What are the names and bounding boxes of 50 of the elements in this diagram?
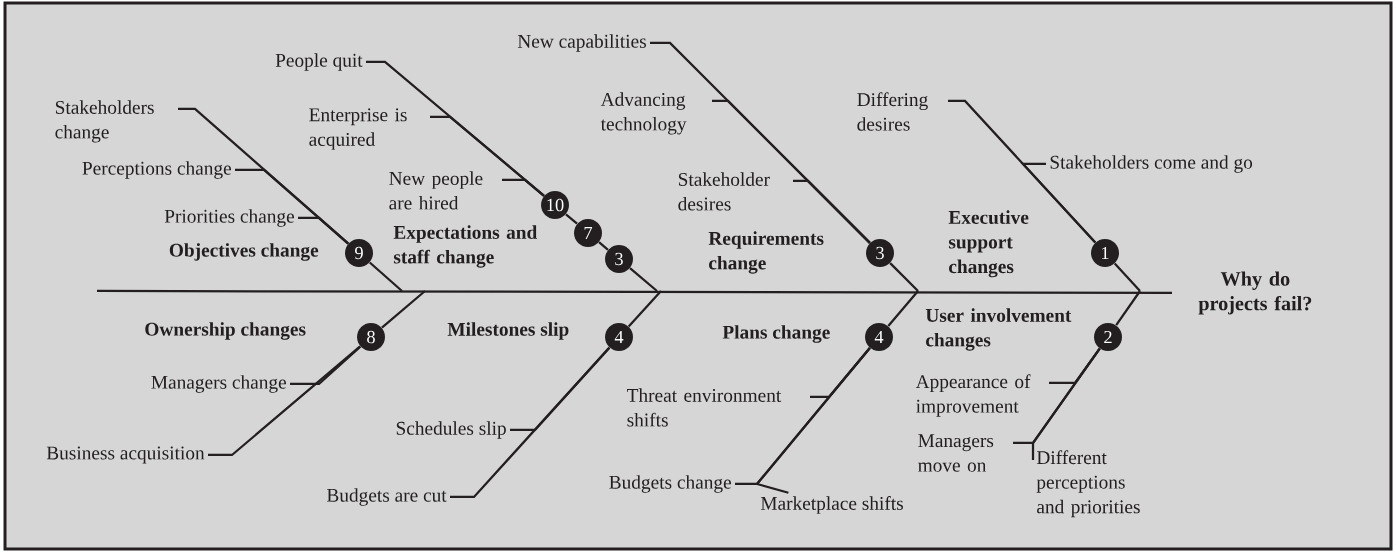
- cause-label: Business acquisition: [46, 446, 205, 464]
- bone-line: [629, 267, 658, 292]
- category-label: Expectations and staff change: [393, 225, 538, 268]
- category-label: Objectives change: [169, 243, 319, 261]
- cause-label: Budgets change: [609, 475, 731, 493]
- cause-label: Different perceptions and priorities: [1036, 450, 1140, 518]
- bone-line: [1031, 348, 1101, 460]
- spine-line: [97, 289, 1172, 294]
- cause-label: Budgets are cut: [326, 488, 447, 506]
- cause-label: Enterprise is acquired: [309, 108, 407, 150]
- bone-line: [598, 241, 609, 251]
- category-label: Requirements change: [708, 231, 824, 274]
- category-label: Plans change: [722, 325, 830, 343]
- bone-line: [1020, 162, 1097, 244]
- bone-line: [290, 345, 362, 386]
- cause-label: Differing desires: [857, 92, 928, 131]
- effect-label: Why do projects fail?: [1198, 271, 1312, 315]
- cause-label: New capabilities: [517, 34, 646, 52]
- bone-line: [369, 261, 403, 292]
- cause-label: Stakeholders change: [55, 100, 154, 143]
- bone-line: [1115, 290, 1141, 326]
- cause-label: Stakeholders come and go: [1050, 155, 1253, 173]
- bone-line: [627, 290, 662, 328]
- cause-label: New people are hired: [389, 171, 483, 210]
- bone-line: [565, 213, 578, 225]
- bone-line: [450, 346, 611, 499]
- category-label: User involvement changes: [925, 308, 1072, 351]
- bone-line: [502, 178, 545, 197]
- bone-line: [298, 216, 349, 245]
- cause-label: People quit: [275, 53, 363, 71]
- bone-line: [1113, 262, 1141, 292]
- bone-line: [889, 262, 919, 292]
- bone-line: [793, 179, 871, 244]
- cause-label: Appearance of improvement: [915, 374, 1031, 417]
- cause-label: Threat environment shifts: [627, 388, 782, 427]
- cause-label: Managers move on: [918, 434, 994, 472]
- cause-label: Marketplace shifts: [760, 496, 903, 514]
- cause-label: Stakeholder desires: [678, 172, 770, 211]
- bone-line: [755, 347, 871, 494]
- cause-label: Priorities change: [164, 209, 294, 227]
- cause-label: Schedules slip: [396, 421, 506, 439]
- bone-line: [208, 345, 361, 457]
- category-label: Executive support changes: [948, 210, 1029, 278]
- cause-label: Advancing technology: [600, 92, 687, 135]
- cause-label: Perceptions change: [82, 161, 231, 179]
- category-label: Ownership changes: [145, 322, 306, 340]
- bone-line: [887, 290, 919, 327]
- bone-line: [381, 290, 426, 329]
- cause-label: Managers change: [151, 375, 286, 393]
- category-label: Milestones slip: [447, 322, 569, 340]
